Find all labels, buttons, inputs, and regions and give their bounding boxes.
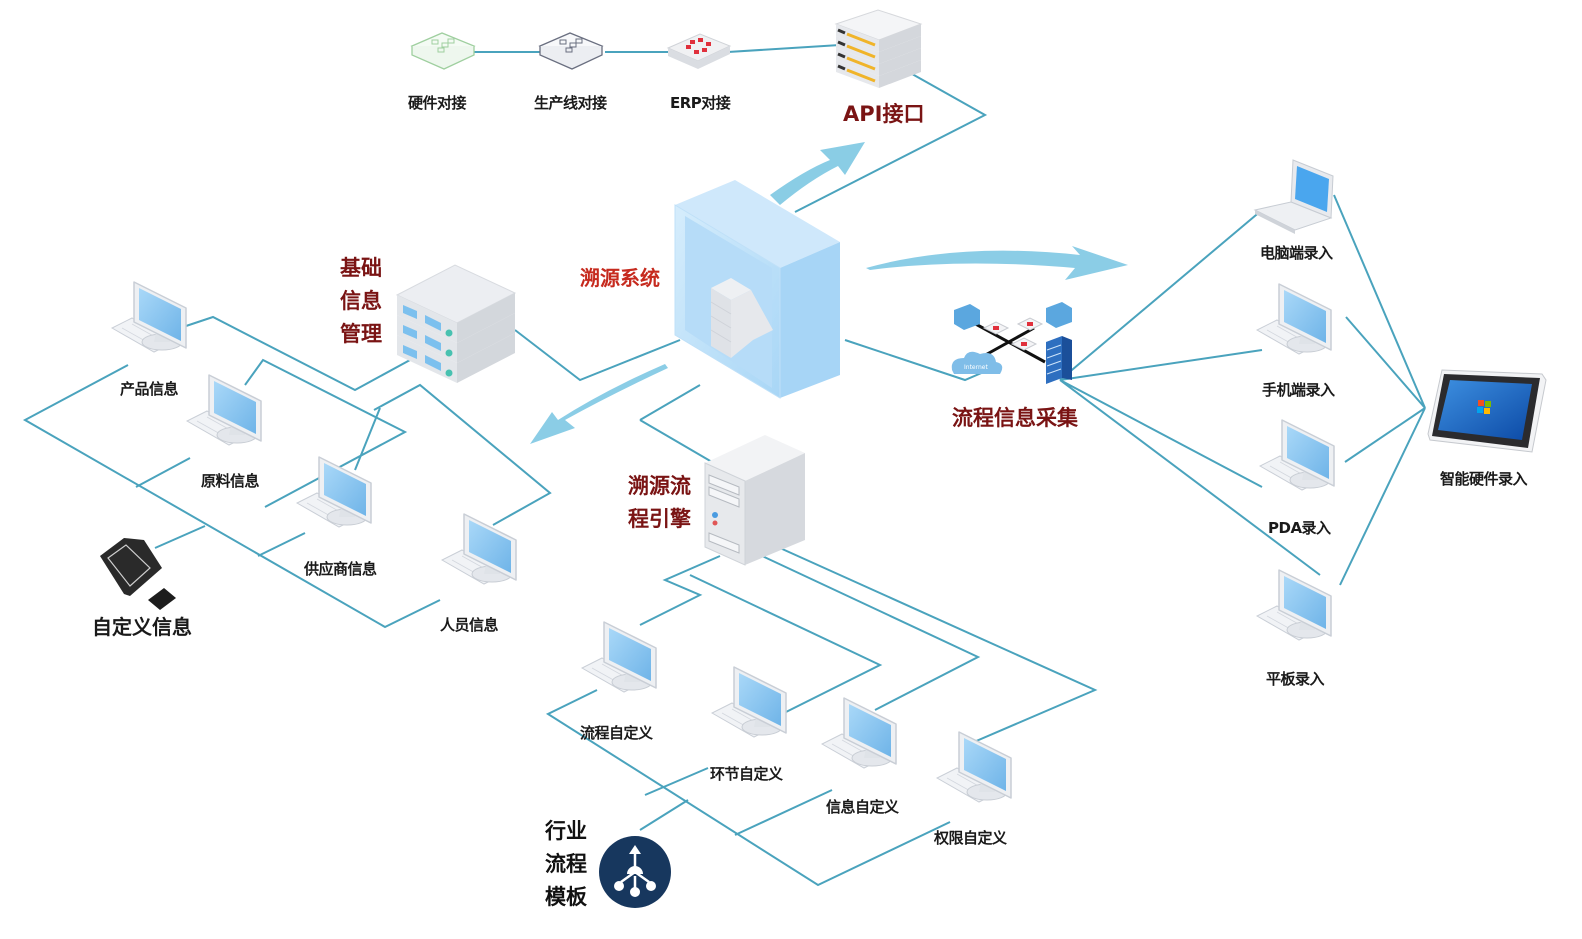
label-step-custom: 环节自定义 [710,765,783,783]
line-engine-2 [689,574,883,716]
label-production-line: 生产线对接 [534,94,607,112]
sd-card-icon [100,538,176,610]
label-collection: 流程信息采集 [952,406,1078,430]
connection-lines [22,44,1426,887]
monitor-icon-staff [441,513,517,585]
switch-gray-icon [538,32,604,70]
label-tablet-input: 平板录入 [1266,670,1325,688]
server-stack-icon [395,264,517,383]
line-api-center [794,69,988,213]
line-engine-bottom [545,689,951,887]
traceability-box-icon [674,180,840,399]
label-erp: ERP对接 [670,94,731,112]
label-product-info: 产品信息 [120,380,179,398]
arrow-to-api [770,142,865,205]
label-industry-template: 行业流程模板 [545,819,587,909]
label-basic-info: 基础信息管理 [340,256,382,346]
monitor-icon-step [711,666,787,738]
tower-server-icon [704,435,805,566]
monitor-icon-tablet [1256,569,1332,641]
flow-template-icon [599,836,671,908]
monitor-icon-info [821,697,897,769]
monitor-icon-permission [936,731,1012,803]
label-info-custom: 信息自定义 [826,798,899,816]
line-engine-3 [759,554,981,711]
label-mobile-input: 手机端录入 [1262,381,1335,399]
line-custom [154,525,206,549]
monitor-icon-material [186,374,262,446]
label-permission-custom: 权限自定义 [934,829,1007,847]
monitor-icon-process [581,621,657,693]
label-material-info: 原料信息 [201,472,260,490]
tablet-icon [1427,369,1547,453]
arrow-to-basic [530,364,668,444]
line-basic-supplier [257,407,381,557]
line-engine-top [639,384,713,463]
line-smart-fan [1333,194,1426,586]
monitor-icon-mobile [1256,283,1332,355]
label-staff-info: 人员信息 [440,616,499,634]
line-basic-outer [182,315,411,392]
label-center-system: 溯源系统 [580,266,660,290]
monitor-icon-product [111,281,187,353]
label-custom-info: 自定义信息 [92,615,192,639]
label-hardware: 硬件对接 [408,94,467,112]
label-api: API接口 [843,102,925,126]
label-pc-input: 电脑端录入 [1260,244,1333,262]
line-collect-fan [1059,209,1321,576]
line-basic-d [373,383,552,526]
line-basic-server [514,329,681,382]
label-smart-hardware: 智能硬件录入 [1440,470,1528,488]
laptop-icon [1253,159,1334,234]
label-supplier-info: 供应商信息 [304,560,377,578]
server-rack-icon [834,9,923,88]
flow-arrows [530,142,1128,444]
cloud-label: Internet [964,364,988,371]
line-engine-1 [639,555,721,626]
label-pda-input: PDA录入 [1268,519,1331,537]
label-engine: 溯源流程引擎 [628,474,691,531]
line-top-chain [470,44,841,53]
firewall-icon [666,33,732,69]
switch-green-icon [410,32,476,70]
network-topology-icon: Internet [951,302,1072,384]
label-process-custom: 流程自定义 [580,724,653,742]
monitor-icon-supplier [296,456,372,528]
line-basic-b [22,364,441,629]
arrow-to-collection [866,246,1128,280]
line-engine-4 [779,547,1098,749]
monitor-icon-pda [1259,419,1335,491]
